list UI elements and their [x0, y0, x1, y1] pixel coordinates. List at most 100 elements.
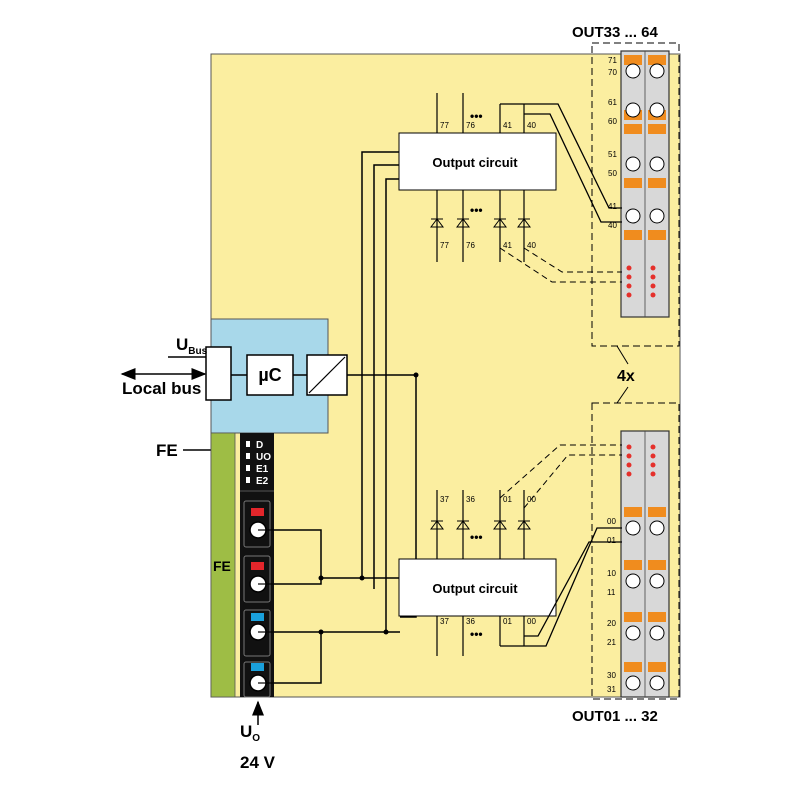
led-e2-icon — [246, 477, 250, 483]
bottom-channel-00: 00 — [527, 617, 536, 626]
fe-label: FE — [156, 441, 178, 460]
top-led-76: 76 — [466, 241, 475, 250]
release-red-icon — [251, 562, 264, 570]
bot-term-30: 30 — [607, 671, 616, 680]
top-term-60: 60 — [608, 117, 617, 126]
bottom-led-37: 37 — [440, 495, 449, 504]
supply-terminal-3[interactable] — [243, 609, 274, 657]
led-e1-icon — [246, 465, 250, 471]
multiplier-label: 4x — [617, 368, 635, 385]
top-term-71: 71 — [608, 56, 617, 65]
terminal-pair[interactable] — [624, 208, 666, 240]
top-term-41: 41 — [608, 202, 617, 211]
top-term-61: 61 — [608, 98, 617, 107]
diagnostic-leds: D UO E1 E2 — [246, 440, 271, 487]
output-circuit-bottom-label: Output circuit — [432, 581, 518, 596]
top-term-40: 40 — [608, 221, 617, 230]
bottom-channel-37: 37 — [440, 617, 449, 626]
led-matrix — [626, 444, 656, 477]
bottom-channel-lines — [436, 490, 525, 656]
bot-term-31: 31 — [607, 685, 616, 694]
top-term-51: 51 — [608, 150, 617, 159]
bottom-output-wiring — [500, 527, 622, 647]
led-icon — [456, 218, 470, 228]
bottom-led-36: 36 — [466, 495, 475, 504]
terminal-pair[interactable] — [624, 507, 666, 536]
voltage-label: 24 V — [240, 753, 276, 772]
top-led-40: 40 — [527, 241, 536, 250]
top-led-ellipsis: ••• — [470, 203, 483, 217]
bot-term-21: 21 — [607, 638, 616, 647]
bottom-led-row — [430, 520, 531, 530]
supply-terminal-4[interactable] — [243, 661, 274, 698]
led-icon — [517, 218, 531, 228]
top-terminal-block — [620, 50, 670, 318]
led-icon — [493, 520, 507, 530]
release-blue-icon — [251, 663, 264, 671]
bottom-led-ellipsis: ••• — [470, 530, 483, 544]
top-led-41: 41 — [503, 241, 512, 250]
bot-term-01: 01 — [607, 536, 616, 545]
uo-label: UO — [240, 722, 260, 744]
terminal-pair[interactable] — [624, 55, 666, 79]
bottom-ellipsis: ••• — [470, 627, 483, 641]
bus-interface-box — [205, 346, 232, 401]
bottom-led-01: 01 — [503, 495, 512, 504]
output-circuit-top-label: Output circuit — [432, 155, 518, 170]
bot-term-11: 11 — [607, 588, 616, 597]
fe-strip-label: FE — [213, 558, 231, 574]
terminal-pair[interactable] — [624, 560, 666, 589]
ubus-label: UBus — [176, 335, 208, 357]
terminal-pair[interactable] — [624, 102, 666, 134]
fe-strip — [210, 432, 236, 698]
bottom-channel-01: 01 — [503, 617, 512, 626]
led-icon — [430, 218, 444, 228]
bottom-channel-36: 36 — [466, 617, 475, 626]
out-top-label: OUT33 ... 64 — [572, 24, 659, 41]
bottom-led-dashed-links — [499, 444, 622, 509]
out-bottom-label: OUT01 ... 32 — [572, 708, 658, 725]
top-channel-76: 76 — [466, 121, 475, 130]
top-channel-77: 77 — [440, 121, 449, 130]
led-icon — [517, 520, 531, 530]
top-channel-lines — [436, 93, 525, 262]
led-icon — [430, 520, 444, 530]
led-matrix — [626, 265, 656, 298]
bottom-led-00: 00 — [527, 495, 536, 504]
led-icon — [493, 218, 507, 228]
top-led-row — [430, 218, 531, 228]
top-channel-41: 41 — [503, 121, 512, 130]
led-uo-label: UO — [256, 452, 271, 463]
release-red-icon — [251, 508, 264, 516]
supply-terminal-1[interactable] — [243, 500, 274, 548]
top-led-dashed-links — [499, 247, 622, 283]
local-bus-label: Local bus — [122, 379, 201, 398]
led-e2-label: E2 — [256, 476, 269, 487]
dc-dc-converter-slash — [308, 356, 346, 394]
led-d-icon — [246, 441, 250, 447]
bot-term-00: 00 — [607, 517, 616, 526]
top-channel-40: 40 — [527, 121, 536, 130]
release-blue-icon — [251, 613, 264, 621]
bot-term-10: 10 — [607, 569, 616, 578]
terminal-pair[interactable] — [624, 662, 666, 691]
led-uo-icon — [246, 453, 250, 459]
led-icon — [456, 520, 470, 530]
terminal-pair[interactable] — [624, 612, 666, 641]
output-circuit-top — [398, 132, 557, 191]
top-ellipsis: ••• — [470, 109, 483, 123]
out-bottom-frame — [591, 402, 680, 700]
terminal-pair[interactable] — [624, 156, 666, 188]
top-term-50: 50 — [608, 169, 617, 178]
led-e1-label: E1 — [256, 464, 269, 475]
top-led-77: 77 — [440, 241, 449, 250]
microcontroller-label: µC — [258, 365, 281, 385]
top-output-wiring — [500, 103, 622, 223]
supply-terminal-2[interactable] — [243, 555, 274, 603]
led-d-label: D — [256, 440, 263, 451]
out-top-frame — [591, 42, 680, 347]
bottom-terminal-block — [620, 430, 670, 698]
top-term-70: 70 — [608, 68, 617, 77]
output-circuit-bottom — [398, 558, 557, 617]
